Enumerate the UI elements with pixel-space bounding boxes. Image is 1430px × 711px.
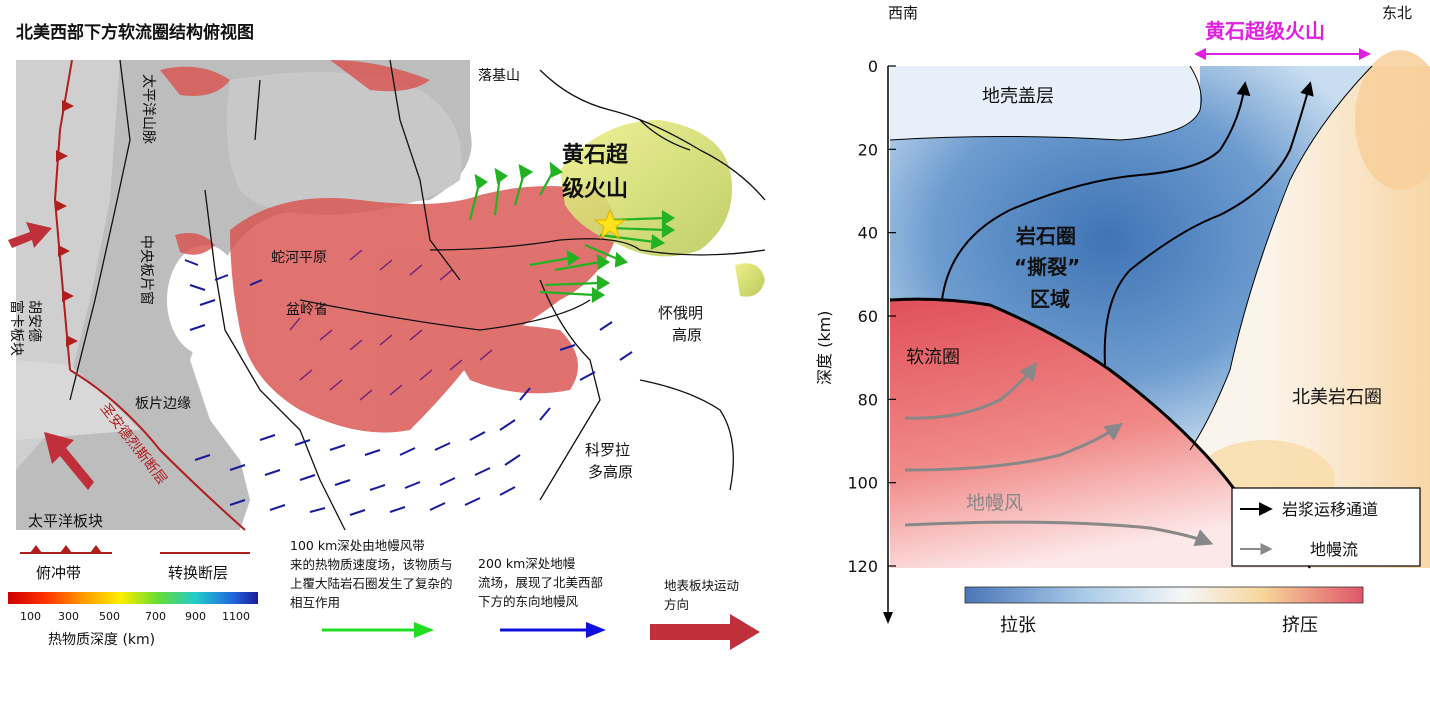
slab-body <box>16 60 472 530</box>
legend-red-caption: 地表板块运动方向 <box>664 578 739 612</box>
yellowstone-header: 黄石超级火山 <box>1205 19 1325 43</box>
label-pacific-mountains: 太平洋山脉 <box>140 74 156 144</box>
y-tick-label: 120 <box>847 557 878 576</box>
legend-subduction: 俯冲带 <box>36 564 81 582</box>
legend-mantle-flow: 地幔流 <box>1310 540 1358 559</box>
label-mantle-wind: 地幔风 <box>966 492 1023 514</box>
red-arrow-icon <box>650 614 760 650</box>
depth-colorbar <box>8 592 258 604</box>
depth-colorbar-title: 热物质深度 (km) <box>48 632 155 648</box>
left-legend: 俯冲带 转换断层 100 300 500 700 900 1100 热物质深度 … <box>8 538 760 650</box>
depth-tick-100: 100 <box>20 610 41 623</box>
right-panel: 西南 东北 黄石超级火山 <box>815 4 1430 636</box>
boundaries <box>69 59 766 531</box>
label-basin-range: 盆岭省 <box>286 302 328 318</box>
map-labels: 落基山 蛇河平原 盆岭省 板片边缘 <box>135 67 520 412</box>
blue-arrow-icon <box>586 622 606 638</box>
y-axis: 0 20 40 60 80 100 120 深度 (km) <box>815 57 896 624</box>
transform-fault-line <box>69 369 246 531</box>
svg-text:多高原: 多高原 <box>588 463 633 481</box>
colorbar-left-label: 拉张 <box>1000 615 1036 636</box>
y-tick-label: 100 <box>847 474 878 493</box>
legend-magma-channel: 岩浆运移通道 <box>1282 500 1378 519</box>
stress-colorbar <box>964 586 1364 604</box>
left-panel-title: 北美西部下方软流圈结构俯视图 <box>16 22 254 43</box>
depth-tick-500: 500 <box>99 610 120 623</box>
y-tick-label: 20 <box>858 140 878 159</box>
right-legend: 岩浆运移通道 地幔流 <box>1231 487 1421 567</box>
y-tick-label: 40 <box>858 224 878 243</box>
purple-arrows <box>289 249 493 401</box>
corner-left-label: 西南 <box>888 4 918 22</box>
label-tear-line1: 岩石圈 <box>1015 224 1076 248</box>
depth-tick-1100: 1100 <box>222 610 250 623</box>
cross-section: 地壳盖层 岩石圈 “撕裂” 区域 软流圈 北美岩石圈 地幔风 <box>889 50 1430 569</box>
legend-transform: 转换断层 <box>168 564 228 582</box>
svg-text:级火山: 级火山 <box>562 176 628 202</box>
left-panel: 北美西部下方软流圈结构俯视图 <box>8 22 766 650</box>
label-tear-line3: 区域 <box>1030 287 1070 311</box>
legend-blue-caption: 200 km深处地幔流场，展现了北美西部下方的东向地幔风 <box>478 556 603 609</box>
y-tick-label: 80 <box>858 390 878 409</box>
label-crust-cap: 地壳盖层 <box>982 86 1054 107</box>
label-na-lithosphere: 北美岩石圈 <box>1292 387 1382 408</box>
depth-tick-900: 900 <box>185 610 206 623</box>
label-tear-line2: “撕裂” <box>1014 255 1080 279</box>
svg-text:胡安德: 胡安德 <box>26 300 42 342</box>
y-tick-label: 60 <box>858 307 878 326</box>
y-tick-label: 0 <box>868 57 878 76</box>
label-slab-edge: 板片边缘 <box>135 396 191 412</box>
label-colorado-plateau: 科罗拉 多高原 <box>585 441 633 481</box>
juan-de-fuca-label: 胡安德 富卡板块 <box>8 300 42 356</box>
svg-text:黄石超: 黄石超 <box>562 143 629 168</box>
yellowstone-star-icon <box>593 208 627 240</box>
svg-text:高原: 高原 <box>672 326 702 344</box>
label-wyoming-plateau: 怀俄明 高原 <box>658 304 703 344</box>
label-pacific-plate: 太平洋板块 <box>28 512 103 530</box>
label-central-slab-window: 中央板片窗 <box>138 235 155 305</box>
hot-material <box>160 60 616 433</box>
plate-motion-arrows <box>8 222 94 490</box>
label-asthenosphere: 软流圈 <box>906 347 960 368</box>
label-snake-river-plain: 蛇河平原 <box>271 250 327 266</box>
subduction-line <box>53 59 78 371</box>
label-rocky-mountains: 落基山 <box>478 67 520 84</box>
depth-tick-700: 700 <box>145 610 166 623</box>
blue-mantle-arrows <box>184 259 633 516</box>
green-velocity-arrows <box>468 161 676 303</box>
svg-text:怀俄明: 怀俄明 <box>658 304 703 322</box>
y-axis-label: 深度 (km) <box>815 311 834 385</box>
label-yellowstone: 黄石超 级火山 <box>562 143 629 202</box>
svg-text:富卡板块: 富卡板块 <box>8 300 25 356</box>
corner-right-label: 东北 <box>1382 4 1412 22</box>
depth-tick-300: 300 <box>58 610 79 623</box>
colorbar-right-label: 挤压 <box>1282 615 1318 636</box>
green-arrow-icon <box>414 622 434 638</box>
svg-text:科罗拉: 科罗拉 <box>585 441 630 459</box>
legend-green-caption: 100 km深处由地幔风带来的热物质速度场，该物质与上覆大陆岩石圈发生了复杂的相… <box>290 538 453 610</box>
